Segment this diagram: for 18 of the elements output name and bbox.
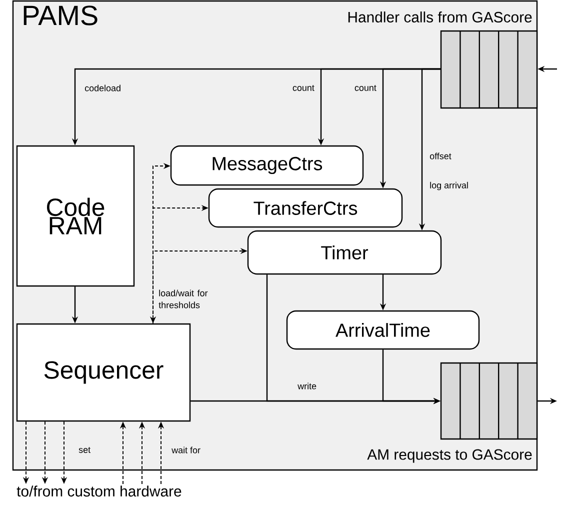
annotation-text: log arrival [430, 182, 468, 190]
edge-label: wait for [172, 446, 200, 454]
caption-text: to/from custom hardware [16, 486, 182, 497]
edge-label: codeload [84, 84, 120, 92]
edge-label: write [298, 382, 316, 390]
rounded-box: Timer [247, 230, 442, 275]
block-box: Sequencer [16, 323, 191, 422]
edge-label: offset [430, 152, 452, 160]
block-box: Code RAM [16, 145, 135, 287]
edge-label: count [354, 85, 376, 91]
queue-caption: Handler calls from GAScore [348, 12, 532, 22]
edge-label: set [78, 447, 90, 453]
rounded-box: ArrivalTime [286, 310, 480, 350]
queue-caption: AM requests to GAScore [367, 449, 532, 463]
edge-label: load/wait for thresholds [158, 290, 208, 308]
rounded-box: MessageCtrs [170, 145, 364, 186]
edge-label: count [292, 85, 314, 91]
rounded-box: TransferCtrs [208, 188, 403, 228]
